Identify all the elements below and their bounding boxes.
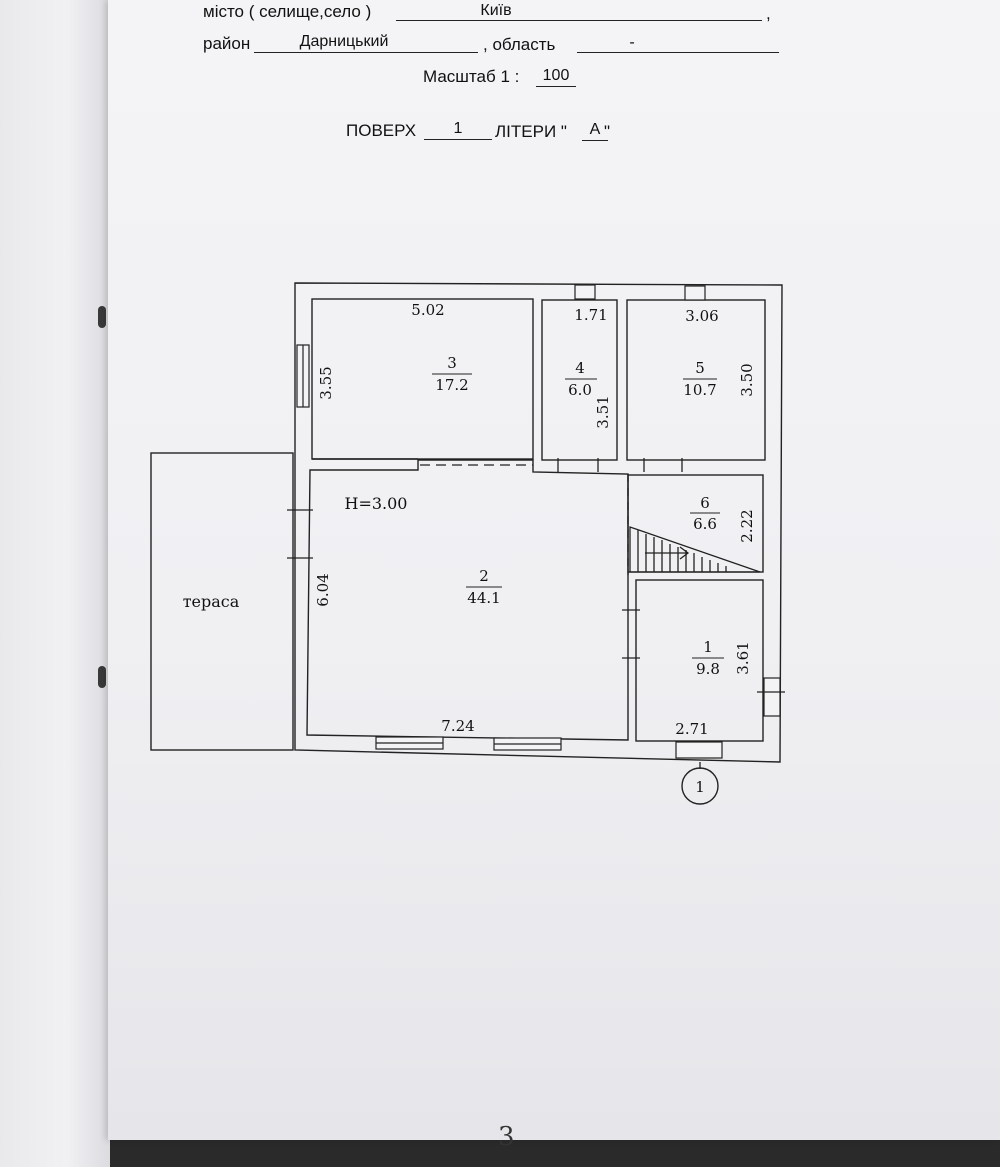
floor-label: ПОВЕРХ — [346, 121, 417, 140]
district-underline — [254, 52, 478, 53]
room-3-number: 3 — [447, 354, 457, 372]
ceiling-height: H=3.00 — [345, 494, 408, 513]
scale-value: 100 — [542, 67, 570, 84]
room-2-area: 44.1 — [467, 589, 500, 607]
city-value: Київ — [480, 2, 512, 19]
region-underline — [577, 52, 779, 53]
room-1-width: 2.71 — [675, 720, 708, 738]
entrance-marker-circle — [681, 767, 719, 805]
room-4-height: 3.51 — [594, 395, 612, 428]
letter-underline — [582, 140, 608, 141]
scale-label: Масштаб 1 : — [423, 67, 520, 86]
room-3-width: 5.02 — [411, 301, 444, 319]
letter-value: А — [589, 121, 601, 138]
floor-value: 1 — [453, 120, 463, 137]
floor-underline — [424, 139, 492, 140]
page-number: 3 — [498, 1122, 515, 1152]
room-1-number: 1 — [703, 638, 713, 656]
city-underline — [396, 20, 762, 21]
letter-close-quote: " — [604, 122, 611, 141]
scale-underline — [536, 86, 576, 87]
document-page — [108, 0, 1000, 1140]
room-1-outline — [635, 579, 764, 742]
district-value: Дарницький — [299, 33, 389, 50]
room-6-height: 2.22 — [738, 509, 756, 542]
outer-wall — [294, 282, 783, 763]
terrace-outline — [150, 452, 294, 751]
room-5-number: 5 — [695, 359, 705, 377]
room-4-width: 1.71 — [574, 306, 607, 324]
terrace-label: тераса — [183, 592, 240, 611]
room-1-area: 9.8 — [696, 660, 720, 678]
room-5-width: 3.06 — [685, 307, 718, 325]
window-room-1 — [675, 741, 723, 759]
binder-hole — [98, 666, 106, 688]
region-value: - — [629, 34, 635, 51]
room-3-outline — [311, 298, 534, 460]
room-2-width: 7.24 — [441, 717, 474, 735]
room-3-area: 17.2 — [435, 376, 468, 394]
region-label: , область — [483, 35, 556, 54]
room-5-height: 3.50 — [738, 363, 756, 396]
letter-label: ЛІТЕРИ " — [495, 122, 567, 141]
previous-page-edge — [0, 0, 110, 1167]
district-label: район — [203, 34, 251, 53]
room-6-number: 6 — [700, 494, 710, 512]
window-room-4 — [574, 284, 596, 300]
window-room-1-side — [763, 677, 781, 717]
staircase-symbol — [629, 526, 761, 573]
room-4-number: 4 — [575, 359, 585, 377]
room-4-area: 6.0 — [568, 381, 592, 399]
room-3-height: 3.55 — [317, 366, 335, 399]
room-2-height: 6.04 — [314, 573, 332, 606]
room-1-height: 3.61 — [734, 641, 752, 674]
room-2-number: 2 — [479, 567, 489, 585]
window-room-5 — [684, 285, 706, 301]
city-trailing-comma: , — [766, 4, 771, 23]
entrance-marker-number: 1 — [695, 778, 705, 796]
room-4-outline — [541, 299, 618, 461]
city-label: місто ( селище,село ) — [203, 2, 372, 21]
room-5-area: 10.7 — [683, 381, 716, 399]
binder-hole — [98, 306, 106, 328]
room-6-area: 6.6 — [693, 515, 717, 533]
